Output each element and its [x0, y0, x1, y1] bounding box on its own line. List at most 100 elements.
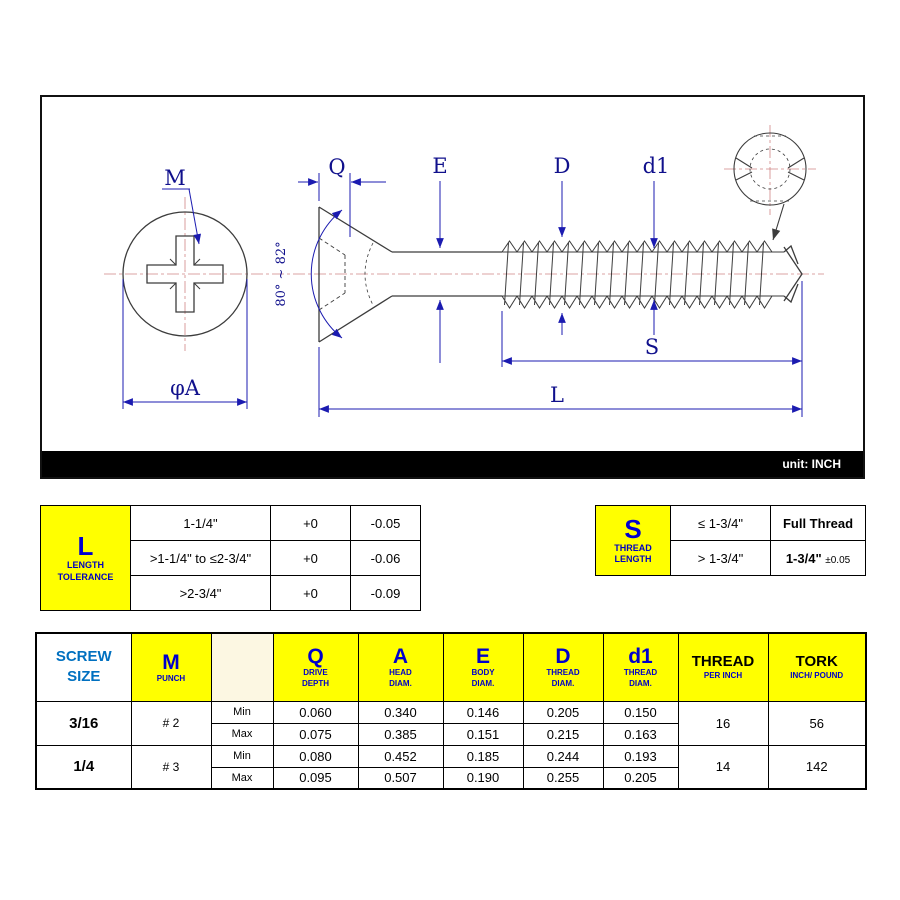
label-countersink-angle: 80° ~ 82°: [274, 241, 289, 306]
a-value-cell: 0.452: [357, 744, 444, 768]
length-tolerance-table: L LENGTH TOLERANCE 1-1/4" +0 -0.05 >1-1/…: [40, 505, 421, 611]
table-row: L LENGTH TOLERANCE 1-1/4" +0 -0.05: [40, 505, 421, 611]
d1-value-cell: 0.205: [602, 766, 679, 790]
l-range-cell: >2-3/4": [130, 575, 271, 611]
header-d-letter: D: [555, 645, 571, 669]
tip-detail-view: [733, 132, 807, 241]
a-value-cell: 0.507: [357, 766, 444, 790]
s-tolerance: ±0.05: [825, 554, 851, 566]
table-row: > 1-3/4" 1-3/4" ±0.05: [596, 540, 866, 576]
label-s: S: [645, 335, 659, 359]
thread-per-inch-cell: 16: [677, 700, 769, 746]
header-screw-size-line2: SIZE: [67, 668, 101, 686]
header-thread-caption: PER INCH: [703, 670, 743, 680]
s-table-header-cell: S THREAD LENGTH: [595, 505, 671, 576]
e-value-cell: 0.151: [442, 722, 524, 746]
header-e-caption1: BODY: [471, 668, 495, 678]
d1-value-cell: 0.150: [602, 700, 679, 724]
header-tork-label: TORK: [795, 653, 838, 671]
s-value: Full Thread: [782, 515, 854, 531]
l-lower-cell: -0.05: [350, 505, 421, 541]
label-q: Q: [328, 155, 345, 179]
d-value-cell: 0.205: [522, 700, 604, 724]
header-thread-label: THREAD: [691, 653, 755, 671]
s-value-cell: 1-3/4" ±0.05: [770, 540, 866, 576]
thread-profile: [501, 240, 784, 309]
header-a-caption1: HEAD: [389, 668, 412, 678]
thread-per-inch-cell: 14: [677, 744, 769, 790]
header-a-head-diam: A HEAD DIAM.: [357, 632, 444, 702]
header-e-caption2: DIAM.: [471, 678, 495, 688]
header-d-thread-diam: D THREAD DIAM.: [522, 632, 604, 702]
punch-cell: # 2: [130, 700, 212, 746]
header-a-letter: A: [392, 645, 409, 669]
table-row: 1/4 # 3 Min 0.080 0.452 0.185 0.244 0.19…: [35, 744, 867, 790]
label-d1: d1: [643, 154, 670, 178]
e-value-cell: 0.190: [442, 766, 524, 790]
a-value-cell: 0.385: [357, 722, 444, 746]
header-d1-caption2: DIAM.: [629, 678, 652, 688]
l-caption-1: LENGTH: [67, 560, 104, 571]
size-cell: 1/4: [35, 744, 132, 790]
l-lower-cell: -0.06: [350, 540, 421, 576]
thread-length-table: S THREAD LENGTH ≤ 1-3/4" Full Thread > 1…: [595, 505, 866, 576]
unit-label: unit: INCH: [782, 457, 841, 471]
header-m-letter: M: [162, 650, 180, 674]
min-label-cell: Min: [210, 700, 274, 724]
l-table-header-cell: L LENGTH TOLERANCE: [40, 505, 131, 611]
screw-spec-table: SCREW SIZE M PUNCH Q DRIVE DEPTH A HEAD …: [35, 632, 867, 790]
screw-outline: [122, 206, 803, 343]
min-label-cell: Min: [210, 744, 274, 768]
screw-tip: [783, 244, 803, 304]
header-q-letter: Q: [307, 645, 324, 669]
dimension-labels: M Q E D d1 S L φA 80° ~ 82°: [164, 154, 669, 407]
header-screw-size-line1: SCREW: [55, 648, 112, 665]
header-d1-letter: d1: [628, 645, 653, 669]
q-value-cell: 0.095: [272, 766, 359, 790]
l-upper-cell: +0: [270, 505, 351, 541]
l-lower-cell: -0.09: [350, 575, 421, 611]
head-side-view: [318, 206, 393, 343]
l-range-cell: 1-1/4": [130, 505, 271, 541]
punch-cell: # 3: [130, 744, 212, 790]
table-row: >2-3/4" +0 -0.09: [41, 575, 421, 611]
l-upper-cell: +0: [270, 540, 351, 576]
header-screw-size: SCREW SIZE: [35, 632, 132, 702]
head-top-view: [122, 211, 248, 337]
s-letter: S: [624, 513, 642, 544]
s-value: 1-3/4": [785, 550, 822, 566]
d-value-cell: 0.255: [522, 766, 604, 790]
header-tork: TORK INCH/ POUND: [767, 632, 867, 702]
d1-value-cell: 0.163: [602, 722, 679, 746]
s-caption-1: THREAD: [614, 542, 652, 553]
d1-value-cell: 0.193: [602, 744, 679, 768]
centerlines: [104, 125, 824, 351]
table-row: S THREAD LENGTH ≤ 1-3/4" Full Thread: [595, 505, 866, 576]
s-range-cell: ≤ 1-3/4": [670, 505, 771, 541]
table-row: >1-1/4" to ≤2-3/4" +0 -0.06: [41, 540, 421, 576]
header-q-caption1: DRIVE: [303, 668, 328, 678]
a-value-cell: 0.340: [357, 700, 444, 724]
screw-technical-drawing: M Q E D d1 S L φA 80° ~ 82°: [104, 125, 824, 417]
header-d1-thread-diam: d1 THREAD DIAM.: [602, 632, 679, 702]
table-row: 3/16 # 2 Min 0.060 0.340 0.146 0.205 0.1…: [35, 700, 867, 746]
d-value-cell: 0.215: [522, 722, 604, 746]
max-label-cell: Max: [210, 722, 274, 746]
table-row: Max 0.095 0.507 0.190 0.255 0.205: [36, 766, 866, 790]
q-value-cell: 0.060: [272, 700, 359, 724]
header-e-body-diam: E BODY DIAM.: [442, 632, 524, 702]
header-row: SCREW SIZE M PUNCH Q DRIVE DEPTH A HEAD …: [35, 632, 867, 702]
s-range-cell: > 1-3/4": [670, 540, 771, 576]
l-range-cell: >1-1/4" to ≤2-3/4": [130, 540, 271, 576]
q-value-cell: 0.080: [272, 744, 359, 768]
l-upper-cell: +0: [270, 575, 351, 611]
header-m-punch: M PUNCH: [130, 632, 212, 702]
header-minmax-blank: [210, 632, 274, 702]
header-d-caption2: DIAM.: [551, 678, 575, 688]
q-value-cell: 0.075: [272, 722, 359, 746]
header-q-caption2: DEPTH: [301, 678, 330, 688]
label-e: E: [432, 154, 447, 178]
dimension-lines: [122, 173, 803, 417]
header-thread-per-inch: THREAD PER INCH: [677, 632, 769, 702]
